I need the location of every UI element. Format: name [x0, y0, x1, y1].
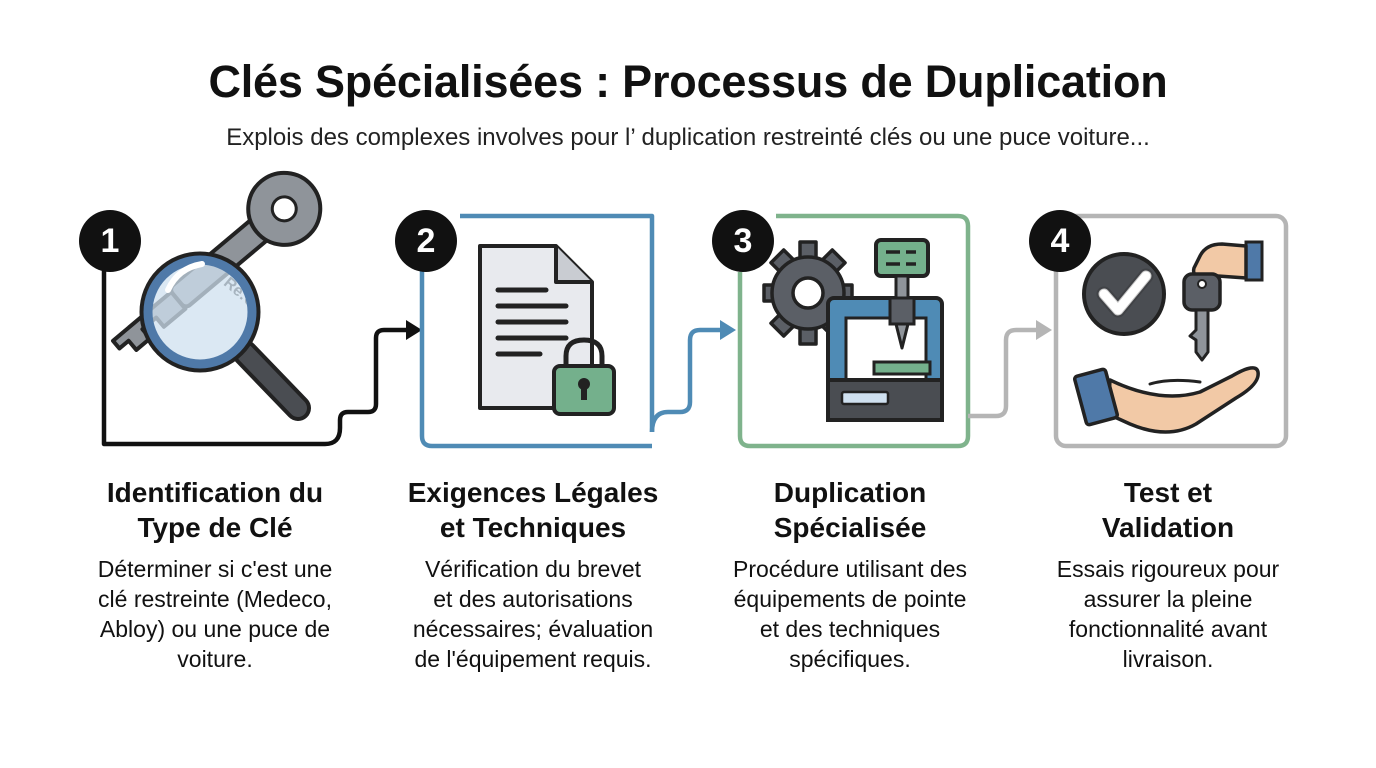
- step-3-frame: [737, 213, 971, 449]
- step-1-desc-line: clé restreinte (Medeco,: [98, 586, 332, 612]
- step-1-desc-line: Abloy) ou une puce de: [99, 616, 331, 642]
- magnifier-key-icon: Re:C: [111, 170, 323, 421]
- step-3-title-line-2: Spécialisée: [773, 512, 927, 543]
- arrowhead-2-3: [720, 320, 736, 340]
- step-1-desc-line: Déterminer si c'est une: [97, 556, 333, 582]
- step-4-desc-line: fonctionnalité avant: [1068, 616, 1268, 642]
- arrowhead-3-4: [1036, 320, 1052, 340]
- page-subtitle: Explois des complexes involves pour l’ d…: [226, 124, 1150, 151]
- step-4-desc-line: Essais rigoureux pour: [1056, 556, 1280, 582]
- step-1-frame: [101, 268, 325, 447]
- page-title: Clés Spécialisées : Processus de Duplica…: [208, 56, 1168, 107]
- step-1-title-line-2: Type de Clé: [137, 512, 293, 543]
- step-3-number-badge: 3: [712, 210, 774, 272]
- step-4-title-line-2: Validation: [1101, 512, 1235, 543]
- step-3-title-line-1: Duplication: [773, 477, 927, 508]
- step-2-desc-line: et des autorisations: [433, 586, 633, 612]
- step-4-desc-line: livraison.: [1122, 646, 1214, 672]
- step-4-description: Essais rigoureux pour assurer la pleine …: [1008, 554, 1328, 674]
- gear-machine-icon: [762, 238, 944, 422]
- step-2-description: Vérification du brevet et des autorisati…: [373, 554, 693, 674]
- step-2-title-line-2: et Techniques: [439, 512, 627, 543]
- connector-3-4: [968, 327, 1038, 419]
- step-3-desc-line: Procédure utilisant des: [733, 556, 967, 582]
- step-2-title: Exigences Légales et Techniques: [373, 475, 693, 545]
- step-4-frame: [1053, 213, 1289, 449]
- step-1-number-badge: 1: [79, 210, 141, 272]
- step-2-desc-line: Vérification du brevet: [424, 556, 642, 582]
- connector-1-2: [324, 327, 408, 447]
- step-2-number-badge: 2: [395, 210, 457, 272]
- step-3-title: Duplication Spécialisée: [690, 475, 1010, 545]
- step-4-title-line-1: Test et: [1123, 477, 1213, 508]
- step-2-title-line-1: Exigences Légales: [407, 477, 659, 508]
- step-2-desc-line: nécessaires; évaluation: [412, 616, 654, 642]
- step-3-desc-line: spécifiques.: [789, 646, 911, 672]
- step-2-frame: [419, 213, 655, 449]
- arrowhead-1-2: [406, 320, 422, 340]
- step-4-title: Test et Validation: [1008, 475, 1328, 545]
- step-4-desc-line: assurer la pleine: [1083, 586, 1253, 612]
- step-4-number-badge: 4: [1029, 210, 1091, 272]
- checkmark-key-handoff-icon: [1072, 240, 1264, 434]
- step-1-description: Déterminer si c'est une clé restreinte (…: [55, 554, 375, 674]
- step-1-title: Identification du Type de Clé: [55, 475, 375, 545]
- step-2-desc-line: de l'équipement requis.: [414, 646, 652, 672]
- step-1-title-line-1: Identification du: [106, 477, 324, 508]
- step-3-description: Procédure utilisant des équipements de p…: [690, 554, 1010, 674]
- step-3-desc-line: et des techniques: [759, 616, 941, 642]
- step-1-desc-line: voiture.: [177, 646, 253, 672]
- connector-2-3: [649, 327, 722, 433]
- document-lock-icon: [478, 244, 616, 416]
- step-3-desc-line: équipements de pointe: [733, 586, 967, 612]
